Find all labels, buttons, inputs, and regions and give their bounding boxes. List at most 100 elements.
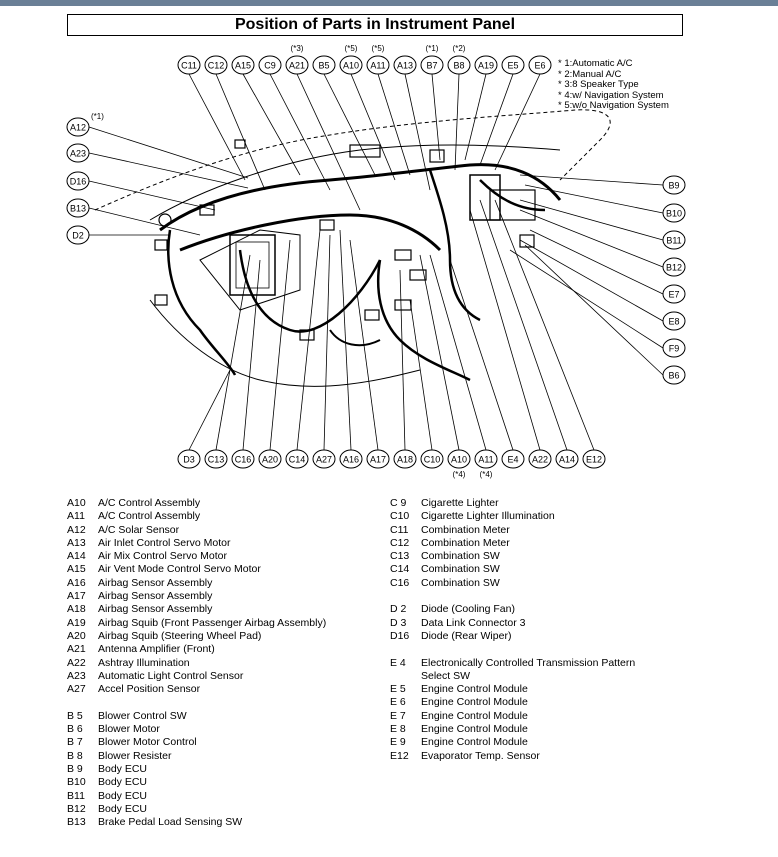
leader-line <box>377 73 411 176</box>
leader-line <box>524 244 664 376</box>
legend-name: Engine Control Module <box>421 736 528 749</box>
callout-text: E6 <box>534 61 545 71</box>
callout-text: C14 <box>289 455 306 465</box>
leader-line <box>479 199 568 451</box>
callout-top-b8: B8 <box>447 55 471 75</box>
callout-top-a21: A21 <box>285 55 309 75</box>
legend-name: Body ECU <box>98 776 148 789</box>
callout-right-e8: E8 <box>662 311 686 331</box>
legend-name: A/C Control Assembly <box>98 497 201 509</box>
legend-code: E 9 <box>390 736 406 749</box>
leader-line <box>339 229 352 451</box>
legend-name: Engine Control Module <box>421 683 528 696</box>
legend-code: A23 <box>67 669 86 682</box>
callout-top-b5: B5 <box>312 55 336 75</box>
legend-code: A14 <box>67 550 86 563</box>
legend-code: E 5 <box>390 683 406 696</box>
legend-code: A22 <box>67 656 86 669</box>
leader-line <box>88 126 249 179</box>
leader-line <box>494 73 541 171</box>
legend-code: A11 <box>67 510 85 523</box>
page-title: Position of Parts in Instrument Panel <box>67 14 683 36</box>
legend-code: B13 <box>67 816 86 829</box>
callout-text: A11 <box>478 455 493 465</box>
callout-note: (*3) <box>291 44 304 53</box>
legend-code: A19 <box>67 616 86 629</box>
legend-code: A27 <box>67 683 86 696</box>
legend-name: Diode (Rear Wiper) <box>421 629 512 642</box>
legend-name: Antenna Amplifier (Front) <box>98 643 215 656</box>
callout-left-a23: A23 <box>66 143 90 163</box>
leader-line <box>296 229 321 451</box>
leader-line <box>479 73 514 166</box>
legend-name: Engine Control Module <box>421 709 528 722</box>
legend-name: Electronically Controlled Transmission P… <box>421 656 636 669</box>
callout-right-b10: B10 <box>662 203 686 223</box>
callout-text: A19 <box>478 61 494 71</box>
callout-text: C9 <box>264 61 276 71</box>
legend-code: B12 <box>67 802 86 815</box>
instrument-panel-drawing <box>94 109 611 387</box>
legend-name: Combination SW <box>421 563 500 576</box>
legend-name: Airbag Sensor Assembly <box>98 590 213 603</box>
legend-code: E 4 <box>390 656 406 669</box>
legend-name: Air Inlet Control Servo Motor <box>98 536 231 549</box>
leader-line <box>188 73 246 181</box>
callout-bottom-a27: A27 <box>312 449 336 469</box>
callout-bottom-a17: A17 <box>366 449 390 469</box>
callout-text: A27 <box>316 455 332 465</box>
legend-code: C13 <box>390 550 410 563</box>
leader-line <box>464 73 487 161</box>
leader-line <box>269 73 331 191</box>
leader-line <box>215 73 266 191</box>
legend-code: B10 <box>67 776 86 789</box>
leader-line <box>469 209 541 451</box>
leader-line <box>88 180 216 211</box>
legend-code: B 9 <box>67 762 83 775</box>
window-top-bar <box>0 0 778 6</box>
callout-text: E12 <box>586 455 602 465</box>
legend-spacer <box>390 643 635 656</box>
legend-name: Blower Motor <box>98 723 160 736</box>
leader-line <box>404 73 431 191</box>
leader-line <box>449 259 514 451</box>
legend-code: A21 <box>67 643 86 656</box>
legend-name: Select SW <box>421 669 471 682</box>
legend-code: B11 <box>67 789 85 802</box>
leader-line <box>409 299 433 451</box>
callout-text: A11 <box>370 61 385 71</box>
leader-line <box>454 73 460 171</box>
callout-right-f9: F9 <box>662 338 686 358</box>
leader-line <box>350 73 396 181</box>
leader-line <box>494 199 595 451</box>
legend-name: Engine Control Module <box>421 723 528 736</box>
legend-name: Body ECU <box>98 802 148 815</box>
callout-text: B11 <box>666 236 681 246</box>
legend-code: E12 <box>390 749 409 762</box>
callout-bottom-a20: A20 <box>258 449 282 469</box>
callout-right-b6: B6 <box>662 365 686 385</box>
legend-code: A18 <box>67 603 86 616</box>
callout-text: A18 <box>397 455 413 465</box>
leader-line <box>509 249 664 349</box>
legend-name: Blower Motor Control <box>98 736 197 749</box>
footnote: * 5:w/o Navigation System <box>558 100 669 111</box>
callout-left-a12: A12 <box>66 117 90 137</box>
callout-text: A10 <box>451 455 467 465</box>
callout-note: (*1) <box>91 112 104 121</box>
callout-note: (*4) <box>480 470 493 479</box>
legend-item: B12 Body ECU <box>67 803 326 816</box>
legend-item: A21 Antenna Amplifier (Front) <box>67 643 326 656</box>
